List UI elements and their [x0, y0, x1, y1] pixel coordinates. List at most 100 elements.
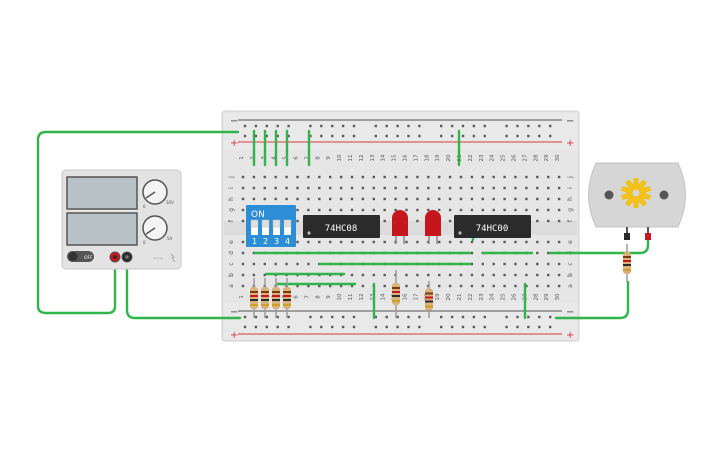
hole[interactable]: [307, 284, 310, 288]
hole[interactable]: [296, 208, 299, 212]
hole[interactable]: [525, 262, 528, 266]
led-2[interactable]: [425, 210, 441, 244]
hole[interactable]: [263, 262, 266, 266]
hole[interactable]: [470, 175, 474, 179]
rail-hole[interactable]: [440, 124, 443, 128]
hole[interactable]: [492, 186, 495, 190]
hole[interactable]: [350, 175, 354, 179]
rail-hole[interactable]: [505, 124, 508, 128]
hole[interactable]: [459, 284, 463, 288]
rail-hole[interactable]: [385, 315, 388, 319]
hole[interactable]: [350, 186, 354, 190]
rail-hole[interactable]: [418, 325, 421, 329]
hole[interactable]: [481, 262, 484, 266]
hole[interactable]: [361, 284, 365, 288]
rail-hole[interactable]: [527, 134, 530, 138]
rail-hole[interactable]: [407, 315, 410, 319]
hole[interactable]: [492, 273, 495, 277]
rail-hole[interactable]: [331, 325, 334, 329]
rail-hole[interactable]: [450, 134, 454, 138]
current-knob[interactable]: [142, 215, 168, 241]
rail-hole[interactable]: [265, 325, 268, 329]
hole[interactable]: [241, 262, 245, 266]
rail-hole[interactable]: [331, 315, 334, 319]
hole[interactable]: [459, 208, 463, 212]
rail-hole[interactable]: [472, 315, 476, 319]
hole[interactable]: [274, 197, 277, 201]
rail-hole[interactable]: [505, 325, 508, 329]
rail-hole[interactable]: [254, 315, 258, 319]
rail-hole[interactable]: [527, 315, 530, 319]
rail-hole[interactable]: [450, 124, 454, 128]
hole[interactable]: [438, 240, 441, 244]
rail-hole[interactable]: [527, 124, 530, 128]
hole[interactable]: [470, 273, 474, 277]
hole[interactable]: [503, 262, 506, 266]
hole[interactable]: [394, 175, 397, 179]
hole[interactable]: [296, 240, 299, 244]
hole[interactable]: [285, 197, 288, 201]
hole[interactable]: [307, 262, 310, 266]
rail-hole[interactable]: [287, 325, 290, 329]
hole[interactable]: [448, 208, 452, 212]
hole[interactable]: [481, 284, 484, 288]
rail-hole[interactable]: [320, 325, 323, 329]
hole[interactable]: [416, 208, 419, 212]
rail-hole[interactable]: [396, 325, 399, 329]
hole[interactable]: [448, 273, 452, 277]
rail-hole[interactable]: [309, 134, 312, 138]
rail-hole[interactable]: [483, 124, 486, 128]
rail-hole[interactable]: [538, 315, 541, 319]
rail-hole[interactable]: [450, 315, 454, 319]
rail-hole[interactable]: [505, 315, 508, 319]
hole[interactable]: [350, 240, 354, 244]
hole[interactable]: [241, 219, 245, 223]
rail-hole[interactable]: [418, 315, 421, 319]
hole[interactable]: [492, 262, 495, 266]
hole[interactable]: [438, 186, 441, 190]
hole[interactable]: [318, 186, 321, 190]
hole[interactable]: [241, 251, 245, 255]
hole[interactable]: [514, 273, 517, 277]
rail-hole[interactable]: [461, 124, 465, 128]
hole[interactable]: [372, 186, 375, 190]
hole[interactable]: [448, 240, 452, 244]
hole[interactable]: [241, 208, 245, 212]
rail-hole[interactable]: [309, 325, 312, 329]
rail-hole[interactable]: [331, 134, 334, 138]
hole[interactable]: [438, 284, 441, 288]
hole[interactable]: [296, 175, 299, 179]
hole[interactable]: [481, 197, 484, 201]
hole[interactable]: [329, 197, 332, 201]
rail-hole[interactable]: [538, 325, 541, 329]
hole[interactable]: [481, 175, 484, 179]
rail-hole[interactable]: [309, 315, 312, 319]
hole[interactable]: [536, 262, 539, 266]
rail-hole[interactable]: [320, 134, 323, 138]
hole[interactable]: [547, 208, 550, 212]
rail-hole[interactable]: [352, 315, 356, 319]
hole[interactable]: [307, 175, 310, 179]
rail-hole[interactable]: [472, 134, 476, 138]
hole[interactable]: [383, 219, 386, 223]
hole[interactable]: [514, 186, 517, 190]
hole[interactable]: [514, 240, 517, 244]
rail-hole[interactable]: [516, 124, 519, 128]
hole[interactable]: [492, 197, 495, 201]
rail-hole[interactable]: [352, 134, 356, 138]
hole[interactable]: [318, 208, 321, 212]
hole[interactable]: [339, 197, 343, 201]
hole[interactable]: [547, 240, 550, 244]
hole[interactable]: [547, 186, 550, 190]
hole[interactable]: [448, 186, 452, 190]
hole[interactable]: [241, 186, 245, 190]
power-toggle[interactable]: OFF: [67, 251, 94, 262]
hole[interactable]: [383, 273, 386, 277]
rail-hole[interactable]: [516, 134, 519, 138]
hole[interactable]: [503, 186, 506, 190]
hole[interactable]: [329, 208, 332, 212]
hole[interactable]: [536, 240, 539, 244]
rail-hole[interactable]: [243, 124, 247, 128]
